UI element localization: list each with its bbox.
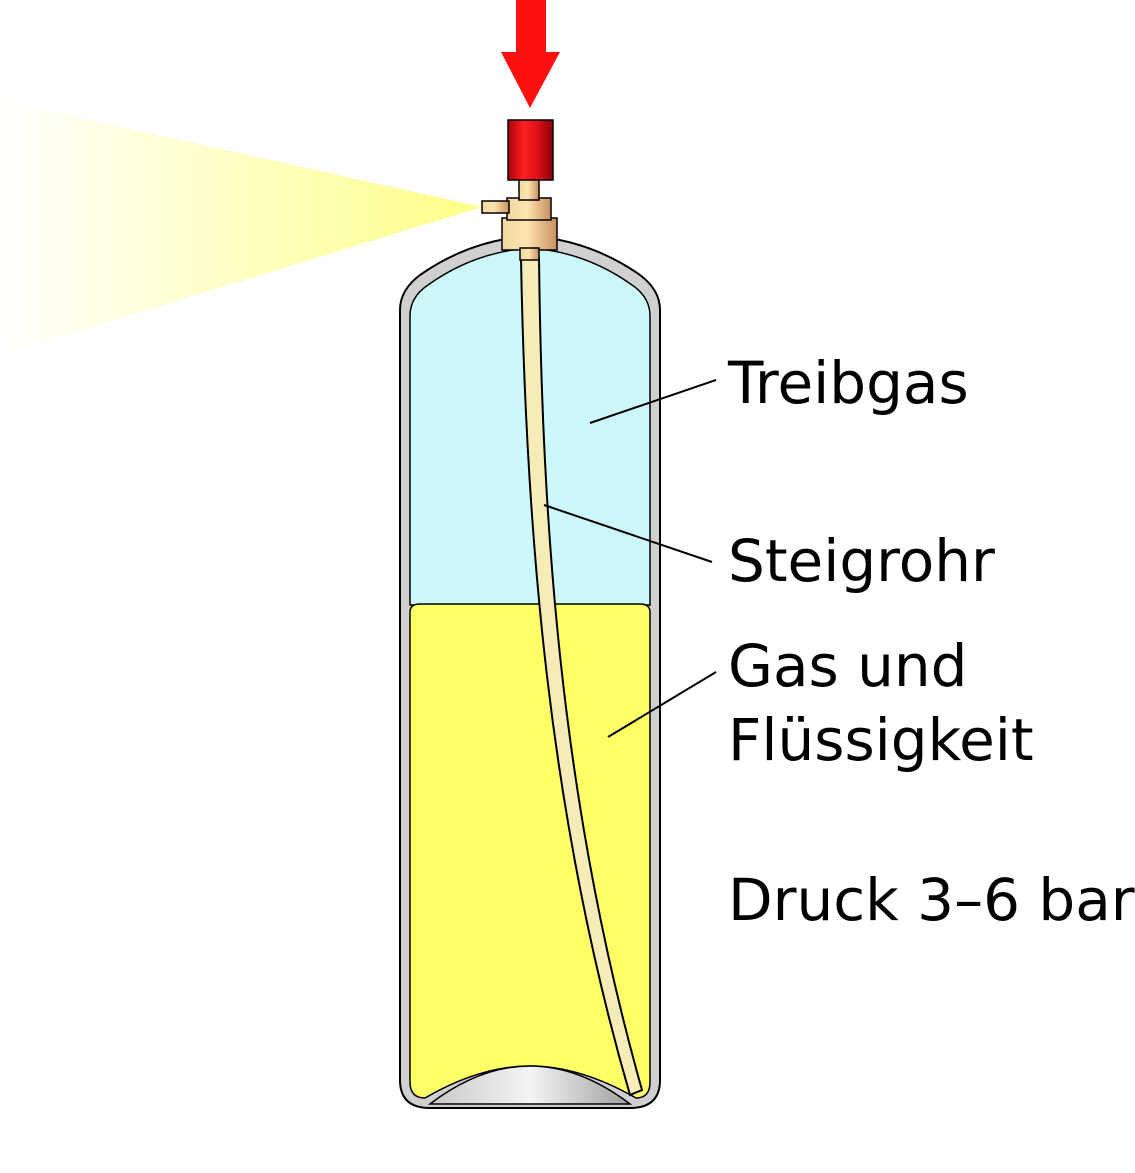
actuator-cap — [507, 119, 554, 181]
label-gas-und: Gas und — [728, 632, 968, 700]
leader-treibgas — [589, 379, 717, 424]
liquid-region — [409, 603, 651, 1099]
valve-housing — [501, 217, 558, 251]
spray-cone — [0, 100, 482, 355]
label-fluessigkeit: Flüssigkeit — [728, 706, 1034, 774]
label-druck: Druck 3–6 bar — [728, 866, 1135, 934]
valve-stem — [518, 177, 540, 201]
can-bottom — [427, 1065, 633, 1105]
leader-steigrohr — [543, 504, 713, 563]
label-treibgas: Treibgas — [728, 349, 969, 417]
valve-collar — [506, 197, 552, 221]
dip-tube — [519, 257, 644, 1097]
nozzle — [481, 200, 510, 214]
press-arrow-icon — [501, 0, 560, 108]
label-steigrohr: Steigrohr — [728, 527, 995, 595]
leader-gas-fluessigkeit — [607, 671, 717, 738]
tube-connector — [519, 247, 540, 261]
